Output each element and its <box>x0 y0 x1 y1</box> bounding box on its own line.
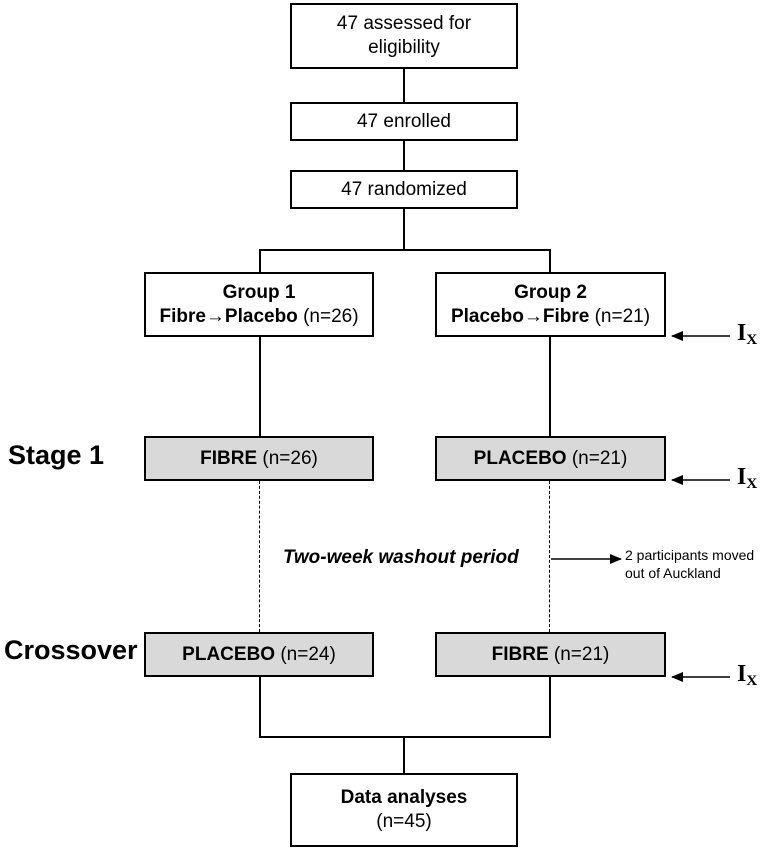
connector-group1-stage1 <box>259 336 261 437</box>
group2-n: (n=21) <box>594 305 651 327</box>
assessed-box: 47 assessed for eligibility <box>290 3 518 69</box>
group1-arm: Fibre→Placebo <box>159 305 298 327</box>
group1-box: Group 1 Fibre→Placebo (n=26) <box>144 272 374 337</box>
analysis-box: Data analyses (n=45) <box>290 773 518 847</box>
crossover-right-n: (n=21) <box>553 643 610 665</box>
ix-label-stage1: IX <box>737 464 757 493</box>
crossover-left-n: (n=24) <box>280 643 336 665</box>
analysis-n: (n=45) <box>376 811 432 832</box>
group2-line: Placebo→Fibre (n=21) <box>451 305 650 329</box>
washout-dashed-left <box>259 481 260 632</box>
ix-label-group2: IX <box>737 320 757 349</box>
ix-main: I <box>737 661 747 687</box>
assessed-text: 47 assessed for eligibility <box>336 13 472 58</box>
ix-sub: X <box>746 332 758 348</box>
analysis-title: Data analyses <box>340 787 468 808</box>
stage1-left-box: FIBRE (n=26) <box>144 436 374 481</box>
stage1-label: Stage 1 <box>8 440 105 470</box>
stage1-right-line: PLACEBO (n=21) <box>474 447 628 471</box>
connector-assessed-enrolled <box>403 68 405 102</box>
group1-line: Fibre→Placebo (n=26) <box>159 305 358 329</box>
connector-randomized-split <box>403 208 405 251</box>
randomized-box: 47 randomized <box>290 170 518 209</box>
connector-enrolled-randomized <box>403 140 405 170</box>
stage1-left-n: (n=26) <box>262 447 318 469</box>
washout-dashed-right <box>549 481 550 632</box>
crossover-label: Crossover <box>4 635 138 665</box>
group1-n: (n=26) <box>303 305 359 327</box>
washout-label: Two-week washout period <box>283 547 519 568</box>
ix-main: I <box>737 320 747 346</box>
connector-group2-stage1 <box>549 336 551 437</box>
group2-box: Group 2 Placebo→Fibre (n=21) <box>435 272 666 337</box>
group2-title: Group 2 <box>514 281 587 303</box>
connector-cross-left-down <box>259 676 261 738</box>
ix-sub: X <box>746 476 758 492</box>
enrolled-box: 47 enrolled <box>290 102 518 141</box>
stage1-right-box: PLACEBO (n=21) <box>435 436 666 481</box>
group2-arm: Placebo→Fibre <box>450 305 590 327</box>
ix-label-crossover: IX <box>737 661 757 690</box>
stage1-right-n: (n=21) <box>571 447 628 469</box>
connector-merge-horizontal <box>259 736 551 738</box>
crossover-left-label: PLACEBO <box>182 643 276 665</box>
crossover-right-line: FIBRE (n=21) <box>492 643 610 667</box>
ix-main: I <box>737 464 747 490</box>
connector-to-analysis <box>403 736 405 773</box>
stage1-right-label: PLACEBO <box>473 447 567 469</box>
crossover-left-box: PLACEBO (n=24) <box>144 632 374 677</box>
connector-cross-right-down <box>549 676 551 738</box>
crossover-left-line: PLACEBO (n=24) <box>182 643 336 667</box>
connector-to-group2 <box>549 249 551 272</box>
ix-sub: X <box>746 673 758 689</box>
stage1-left-label: FIBRE <box>200 447 258 469</box>
enrolled-text: 47 enrolled <box>356 110 452 132</box>
connector-split-horizontal <box>259 249 551 251</box>
group1-title: Group 1 <box>222 281 296 303</box>
crossover-right-box: FIBRE (n=21) <box>435 632 666 677</box>
connector-to-group1 <box>259 249 261 272</box>
randomized-text: 47 randomized <box>341 178 467 200</box>
dropout-note: 2 participants moved out of Auckland <box>625 547 755 581</box>
crossover-right-label: FIBRE <box>491 643 549 665</box>
stage1-left-line: FIBRE (n=26) <box>200 447 318 471</box>
